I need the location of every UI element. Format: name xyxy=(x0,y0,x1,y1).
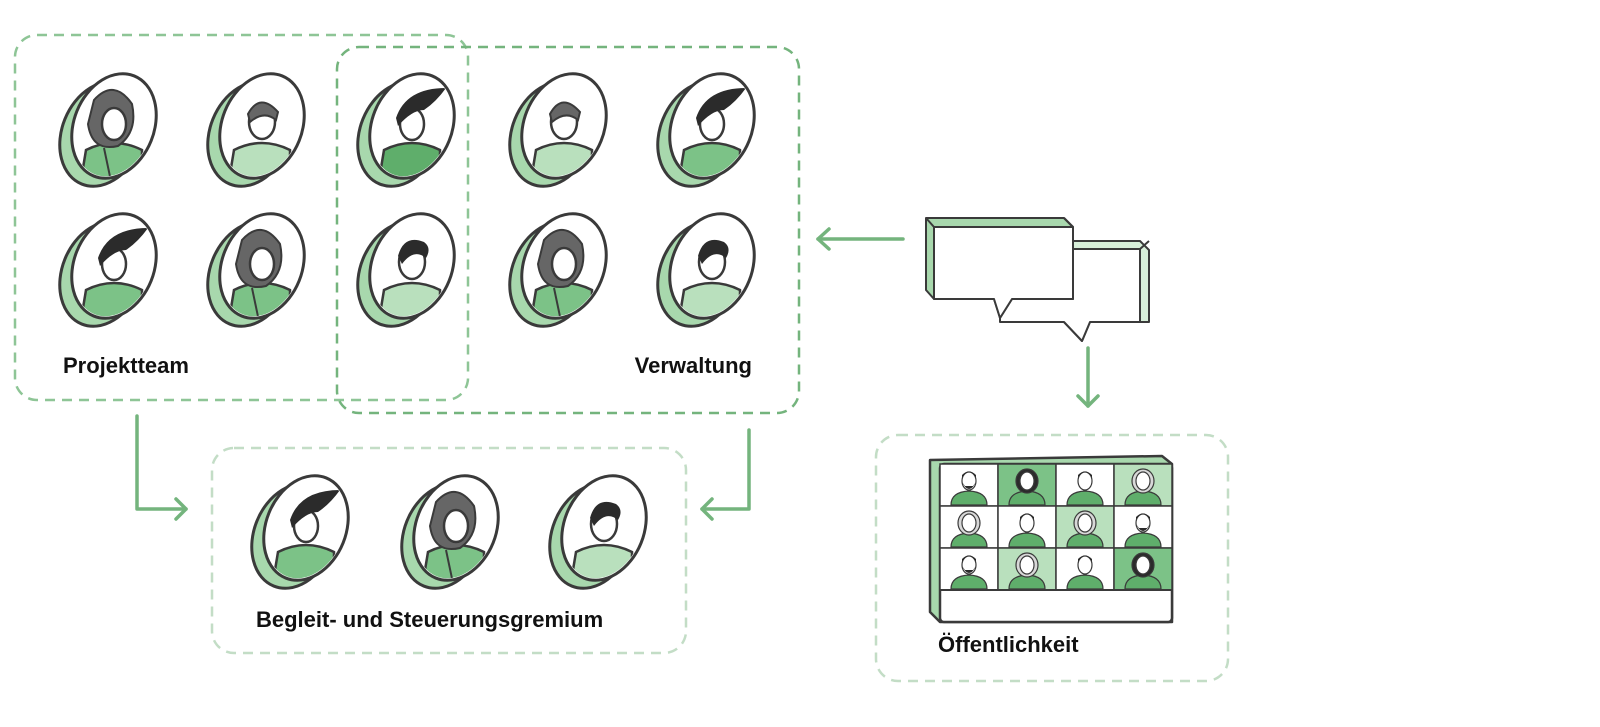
person-avatar-icon xyxy=(493,59,623,201)
person-avatar-icon xyxy=(43,199,173,341)
speech-bubbles-icon xyxy=(925,217,1150,342)
arrow-icon xyxy=(816,227,905,251)
participant-tile xyxy=(1113,547,1173,591)
verwaltung-group-border xyxy=(335,45,801,415)
participant-tile xyxy=(1113,505,1173,549)
oeffentlichkeit-group-border xyxy=(874,433,1230,683)
participant-tile xyxy=(1113,463,1173,507)
participant-tile xyxy=(1055,505,1115,549)
participant-tile xyxy=(997,463,1057,507)
oeffentlichkeit-label: Öffentlichkeit xyxy=(938,632,1079,657)
person-avatar-icon xyxy=(641,59,771,201)
arrow-icon xyxy=(700,428,751,521)
person-avatar-icon xyxy=(641,199,771,341)
projektteam-group-border xyxy=(13,33,470,402)
participant-tile xyxy=(997,505,1057,549)
person-avatar-icon xyxy=(43,59,173,201)
participant-tile xyxy=(939,463,999,507)
verwaltung-label: Verwaltung xyxy=(635,353,752,378)
person-avatar-icon xyxy=(341,199,471,341)
projektteam-label: Projektteam xyxy=(63,353,189,378)
participant-tile xyxy=(939,547,999,591)
participant-tile xyxy=(1055,463,1115,507)
gremium-group-border xyxy=(210,446,688,655)
person-avatar-icon xyxy=(191,199,321,341)
person-avatar-icon xyxy=(191,59,321,201)
person-avatar-icon xyxy=(341,59,471,201)
person-avatar-icon xyxy=(493,199,623,341)
gremium-label: Begleit- und Steuerungsgremium xyxy=(256,607,603,632)
participant-tile xyxy=(997,547,1057,591)
person-avatar-icon xyxy=(533,461,663,603)
person-avatar-icon xyxy=(235,461,365,603)
arrow-icon xyxy=(135,414,188,521)
arrow-icon xyxy=(1076,346,1100,408)
participant-tile xyxy=(1055,547,1115,591)
video-conference-icon xyxy=(928,454,1174,624)
person-avatar-icon xyxy=(385,461,515,603)
participant-tile xyxy=(939,505,999,549)
